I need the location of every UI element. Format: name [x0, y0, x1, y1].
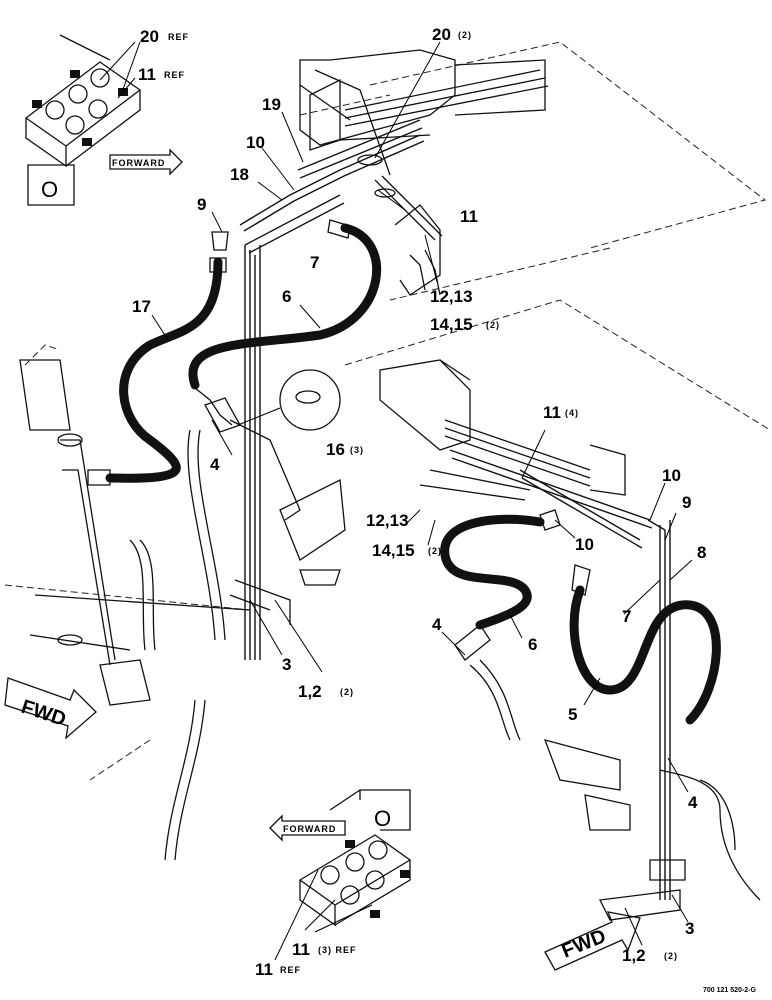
ref-tag: REF	[280, 965, 301, 975]
inset-top-left: 20 REF 11 REF FORWARD O	[24, 27, 189, 206]
callouts: 20 (2) 19 10 18 9 7 11 12,13 14,15 (2) 1…	[132, 25, 706, 965]
forward-arrow-top-left: FORWARD	[109, 148, 183, 176]
qty-tag: (2)	[428, 546, 442, 556]
callout-8: 8	[697, 543, 706, 562]
callout-11-right: 11	[543, 403, 561, 422]
fitting-4-left	[204, 397, 301, 521]
callout-4-right-a: 4	[432, 615, 442, 634]
callout-19: 19	[262, 95, 281, 114]
qty-tag: (3)	[350, 445, 364, 455]
callout-11-ref-bottom: 11	[255, 960, 273, 979]
callout-4-right-b: 4	[688, 793, 698, 812]
svg-text:FORWARD: FORWARD	[283, 824, 336, 834]
ref-tag: REF	[164, 70, 185, 80]
callout-4: 4	[210, 455, 220, 474]
qty-tag: (2)	[664, 951, 678, 961]
callout-12-13-right: 12,13	[366, 511, 409, 530]
hose-6-left	[188, 223, 382, 390]
callout-7: 7	[310, 253, 319, 272]
hose-5	[569, 585, 721, 725]
callout-7-right: 7	[622, 607, 631, 626]
figure-id: 700 121 520-2-G	[703, 987, 756, 994]
callout-16: 16	[326, 440, 345, 459]
callout-3-right: 3	[685, 919, 694, 938]
qty-tag: (4)	[565, 408, 579, 418]
fwd-arrow-left: FWD	[4, 677, 97, 740]
callout-20-ref: 20	[140, 27, 159, 46]
panel-letter-o: O	[41, 177, 58, 202]
callout-1-2-right: 1,2	[622, 946, 646, 965]
callout-18: 18	[230, 165, 249, 184]
qty-tag: (2)	[486, 320, 500, 330]
panel-letter-o-bottom: O	[374, 806, 391, 831]
callout-5: 5	[568, 705, 577, 724]
callout-9: 9	[197, 195, 206, 214]
callout-11: 11	[460, 207, 478, 226]
upper-manifold	[299, 49, 549, 296]
ref-tag: REF	[168, 32, 189, 42]
callout-12-13: 12,13	[430, 287, 473, 306]
qty-tag: (3) REF	[318, 945, 357, 955]
svg-text:FWD: FWD	[18, 696, 68, 731]
callout-11-ref: 11	[138, 65, 156, 84]
qty-tag: (2)	[458, 30, 472, 40]
callout-6-right: 6	[528, 635, 537, 654]
callout-14-15: 14,15	[430, 315, 473, 334]
leader-lines	[151, 41, 693, 946]
callout-11-bottom: 11	[292, 940, 310, 959]
frame-outline	[4, 41, 771, 781]
callout-14-15-right: 14,15	[372, 541, 415, 560]
forward-arrow-bottom: FORWARD	[269, 814, 346, 842]
svg-text:FORWARD: FORWARD	[112, 158, 165, 168]
right-manifold	[379, 359, 626, 501]
callout-20: 20	[432, 25, 451, 44]
right-tubes	[449, 449, 671, 900]
hose-6-right	[440, 514, 545, 630]
callout-9-right: 9	[682, 493, 691, 512]
callout-10: 10	[246, 133, 265, 152]
callout-17: 17	[132, 297, 151, 316]
hose-17	[105, 257, 223, 483]
callout-6: 6	[282, 287, 291, 306]
left-cylinder	[19, 344, 251, 706]
manifold-block-bottom	[298, 834, 412, 927]
qty-tag: (2)	[340, 687, 354, 697]
callout-10-right-a: 10	[662, 466, 681, 485]
inset-bottom-center: FORWARD O 11 REF 11 (3) REF	[255, 789, 412, 979]
callout-10-right-b: 10	[575, 535, 594, 554]
callout-1-2: 1,2	[298, 682, 322, 701]
manifold-block-top-left	[24, 61, 142, 168]
callout-3: 3	[282, 655, 291, 674]
left-tubes	[239, 119, 425, 660]
